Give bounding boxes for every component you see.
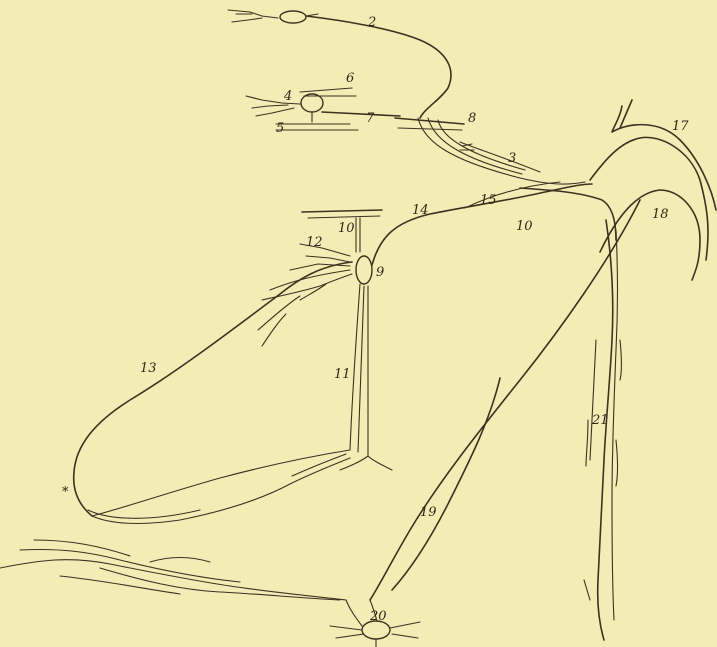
label-18: 18 xyxy=(652,207,669,222)
label-8: 8 xyxy=(468,111,476,126)
label-12: 12 xyxy=(306,235,323,250)
ganglion-9 xyxy=(356,256,372,284)
label-6: 6 xyxy=(346,71,354,86)
label-7: 7 xyxy=(366,111,375,126)
label-17: 17 xyxy=(672,119,689,134)
label-20: 20 xyxy=(369,609,387,624)
label-4: 4 xyxy=(283,89,292,104)
label-14: 14 xyxy=(412,203,429,218)
label-11: 11 xyxy=(334,367,351,382)
ganglion-4 xyxy=(301,94,323,112)
label-13: 13 xyxy=(140,361,157,376)
label-2: 2 xyxy=(367,15,376,30)
label-3: 3 xyxy=(508,151,516,166)
label-15: 15 xyxy=(480,193,497,208)
label-star: * xyxy=(62,485,69,500)
label-9: 9 xyxy=(376,265,384,280)
label-10: 10 xyxy=(338,221,355,236)
upper-ganglion xyxy=(280,11,306,23)
label-10-prime: 10 xyxy=(516,219,533,234)
label-21: 21 xyxy=(591,413,609,428)
label-19: 19 xyxy=(420,505,437,520)
label-5: 5 xyxy=(276,121,284,136)
